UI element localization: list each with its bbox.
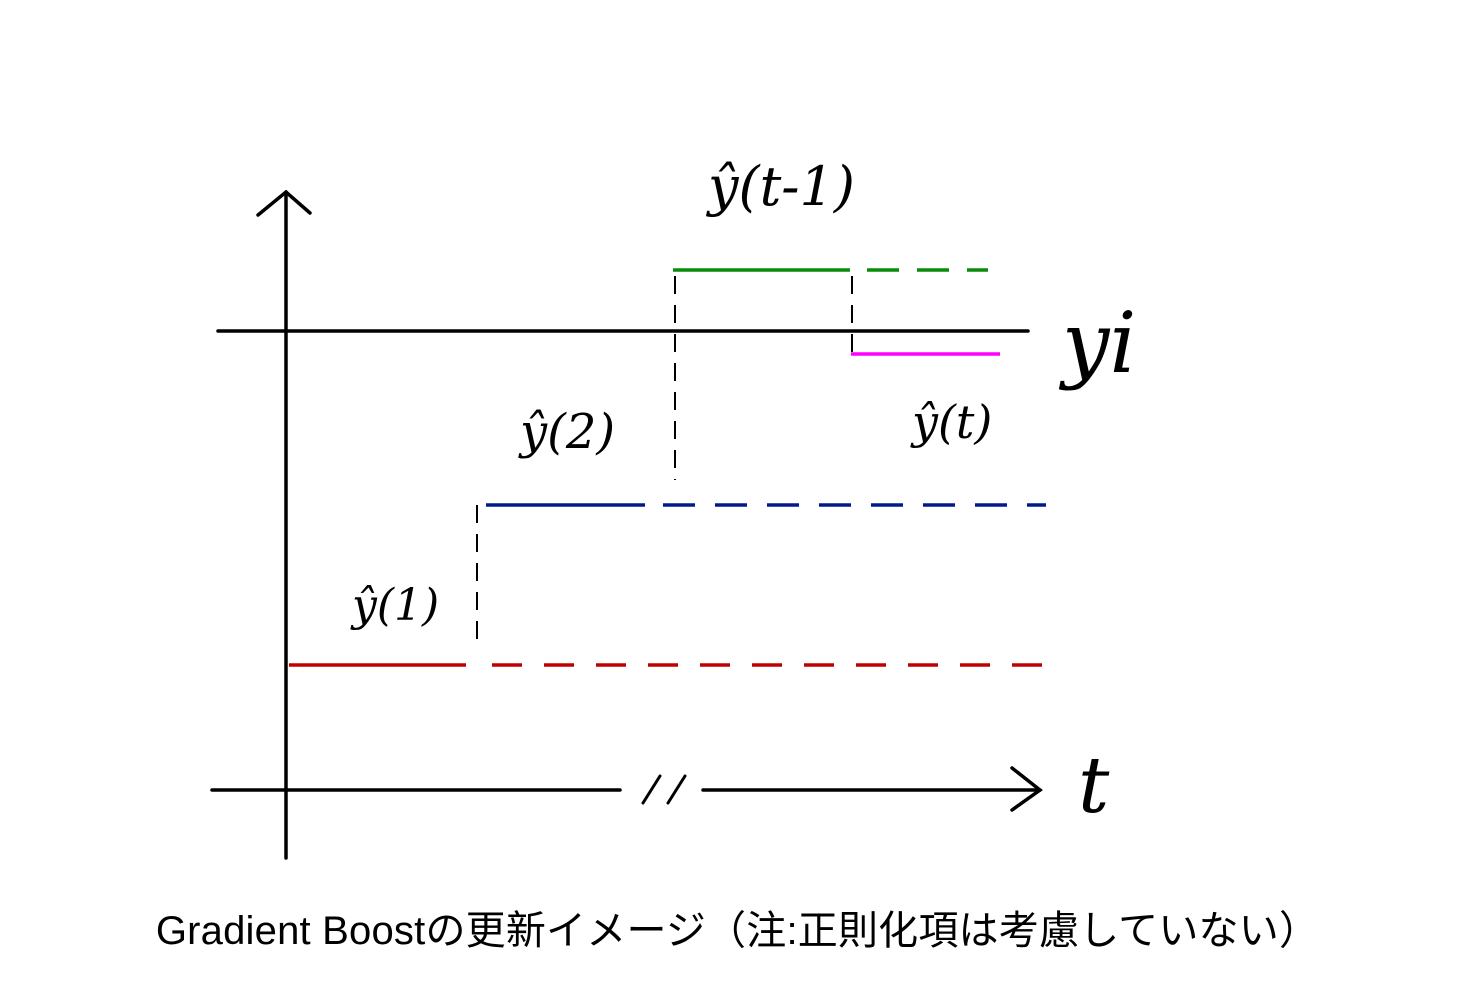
y1-label: ŷ(1) — [350, 580, 439, 631]
x-axis — [210, 766, 1043, 812]
yt-minus-1-label: ŷ(t-1) — [706, 155, 855, 218]
y2-label: ŷ(2) — [518, 404, 615, 460]
axis-break-mark — [641, 774, 687, 805]
yt-label: ŷ(t) — [910, 395, 992, 449]
diagram-caption: Gradient Boostの更新イメージ（注:正則化項は考慮していない） — [155, 909, 1320, 953]
y-axis — [256, 189, 312, 860]
target-label: yi — [1058, 294, 1136, 392]
x-axis-label: t — [1078, 741, 1110, 831]
